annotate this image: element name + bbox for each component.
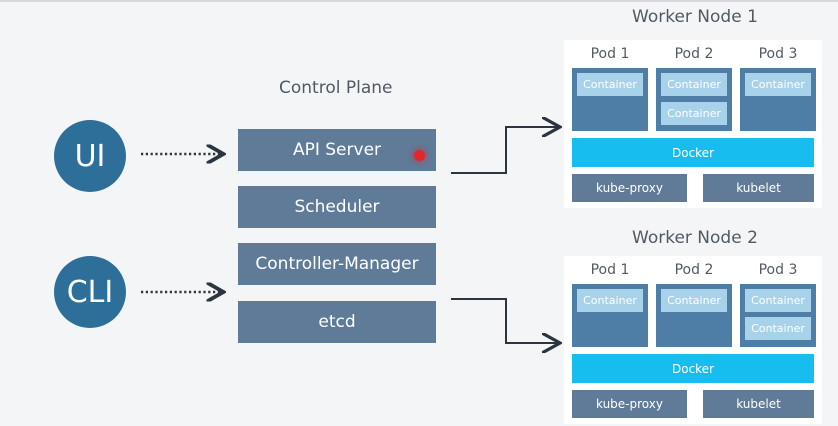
controller-manager-box: Controller-Manager [238,243,436,285]
cli-client-label: CLI [66,274,114,310]
node2-pod1-label: Pod 1 [590,262,630,278]
ui-client-label: UI [74,138,106,174]
node2-pod3-label: Pod 3 [758,262,798,278]
node2-pod2-label: Pod 2 [674,262,714,278]
node1-pod1-label: Pod 1 [590,46,630,62]
ui-client-circle: UI [54,120,126,192]
node1-pod3-label: Pod 3 [758,46,798,62]
node2-kubelet: kubelet [703,390,814,418]
node1-kubelet: kubelet [703,174,814,202]
api-to-node1-arrow [451,127,558,174]
worker-node-1-title: Worker Node 1 [632,7,758,27]
node2-pod3-container-2: Container [745,317,811,340]
cursor-pointer-dot [414,150,425,161]
cli-client-circle: CLI [54,256,126,328]
node1-pod2-label: Pod 2 [674,46,714,62]
top-divider [0,0,838,2]
node2-kube-proxy: kube-proxy [572,390,687,418]
node1-pod1-container: Container [577,73,643,96]
node1-pod3-container: Container [745,73,811,96]
control-plane-title: Control Plane [279,78,393,98]
scheduler-box: Scheduler [238,186,436,228]
node2-pod3-container-1: Container [745,289,811,312]
etcd-box: etcd [238,301,436,343]
node2-docker-bar: Docker [572,354,814,383]
worker-node-2-title: Worker Node 2 [632,228,758,248]
api-to-node2-arrow [451,298,558,343]
api-server-box: API Server [238,129,436,171]
node1-docker-bar: Docker [572,138,814,167]
node1-pod2-container-2: Container [661,102,727,125]
node1-kube-proxy: kube-proxy [572,174,687,202]
node1-pod2-container-1: Container [661,73,727,96]
node2-pod1-container: Container [577,289,643,312]
node2-pod2-container: Container [661,289,727,312]
